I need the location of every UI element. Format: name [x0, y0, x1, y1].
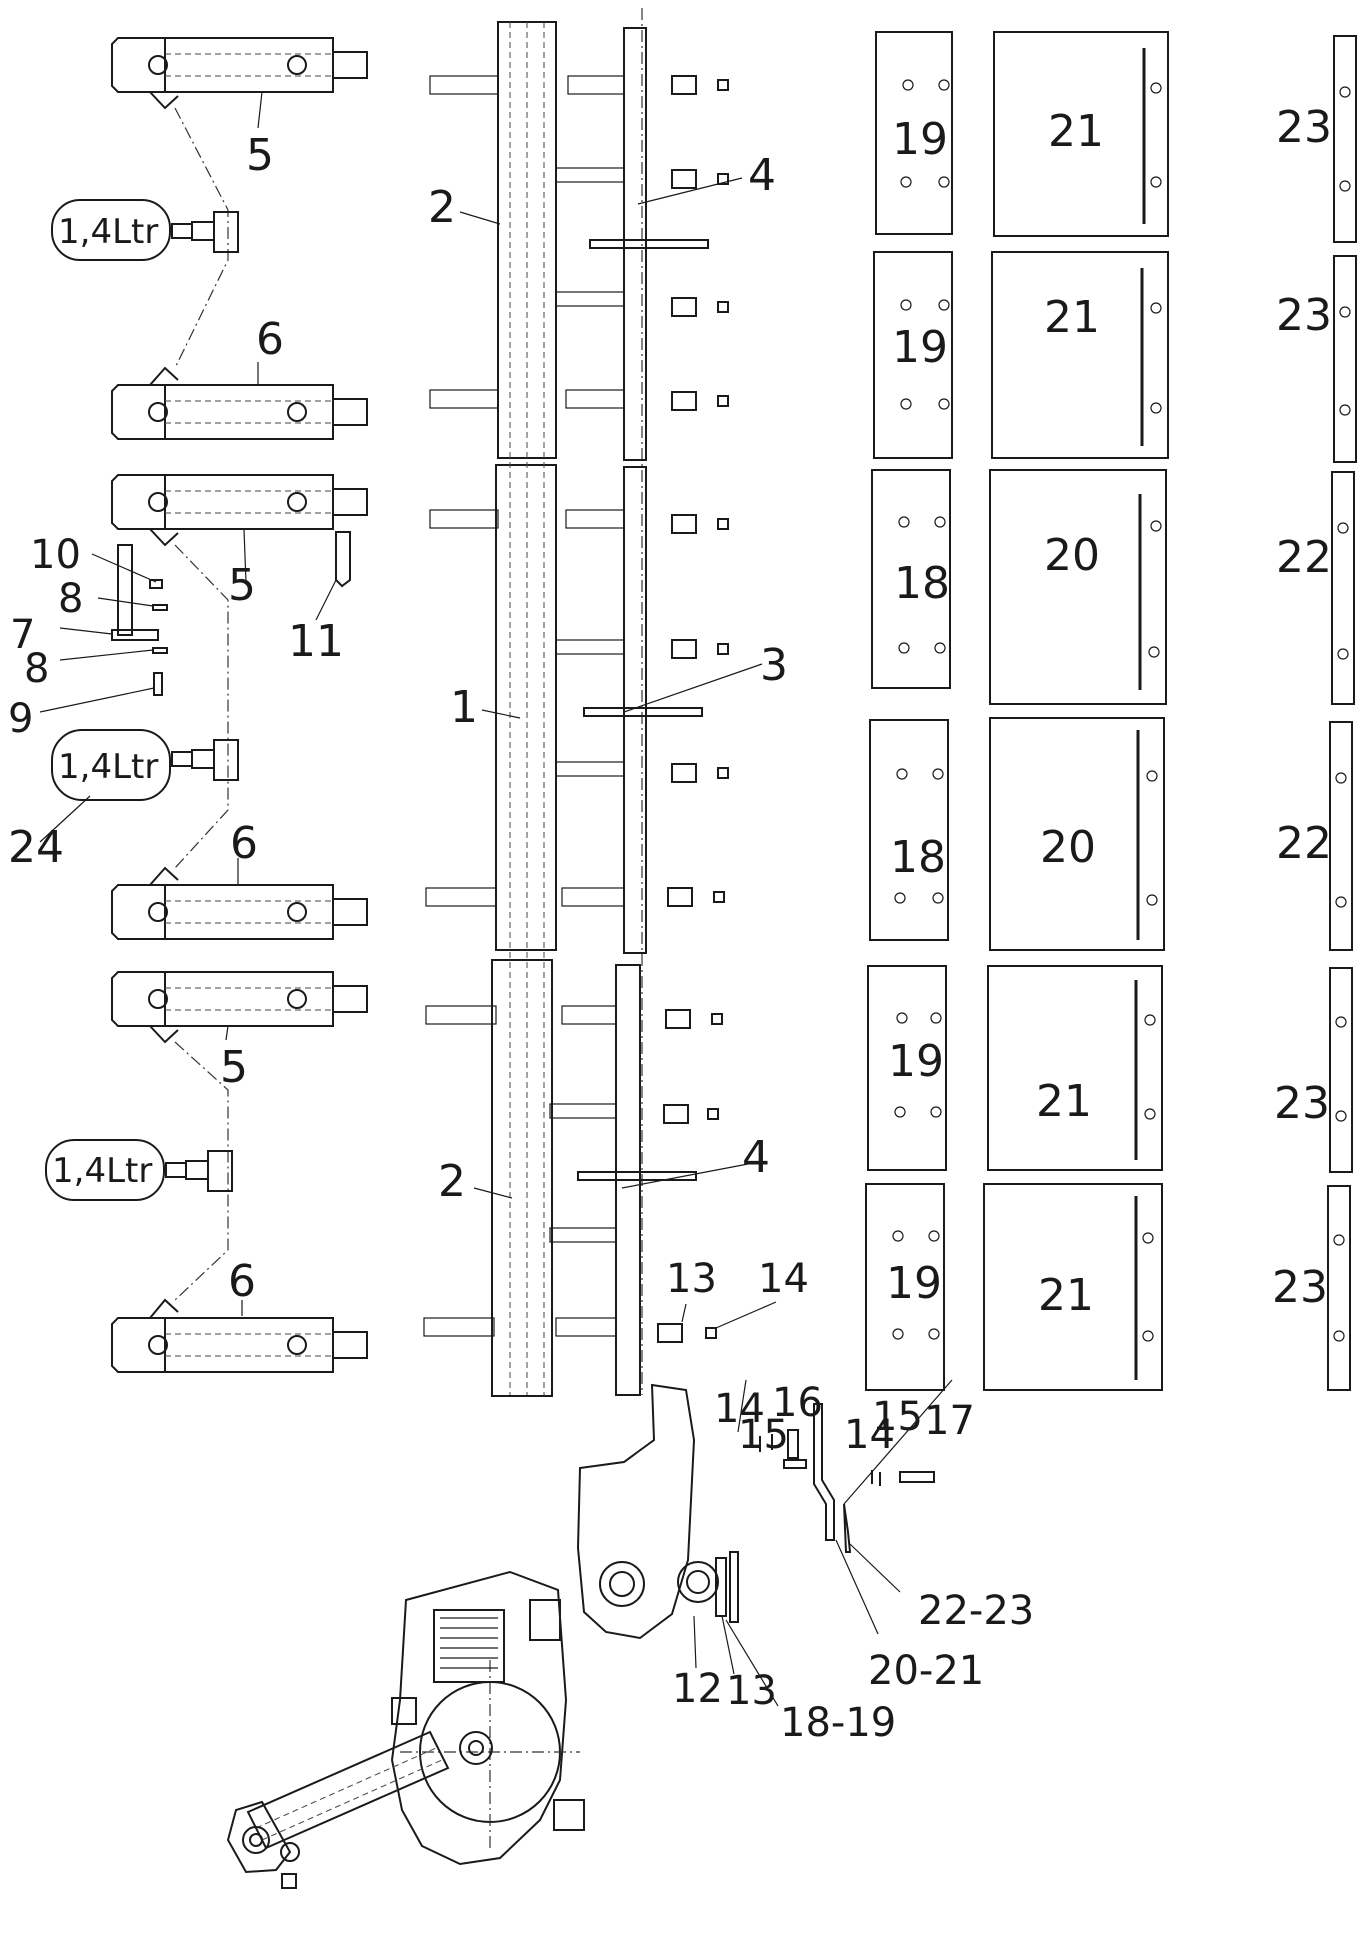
clamp-ring	[390, 1570, 585, 1866]
cylinder-6-bottom	[111, 1298, 368, 1373]
pin-assembly	[111, 531, 351, 696]
label-4: 4	[748, 150, 776, 201]
label-22: 22	[1276, 818, 1332, 869]
label-6: 6	[256, 314, 284, 365]
part-labels: 5 2 4 6 5 10 8 7 8 9 11 3 1 24 6 5 2 4 6…	[8, 102, 1332, 1746]
lower-cylinder	[226, 1730, 493, 1889]
cylinder-6-top	[111, 366, 368, 440]
label-19: 19	[892, 322, 948, 373]
label-14: 14	[758, 1256, 809, 1302]
plates-21-20	[983, 31, 1169, 1391]
label-11: 11	[288, 616, 344, 667]
plates-23-22	[1327, 35, 1357, 1391]
label-8: 8	[58, 576, 83, 622]
label-4: 4	[742, 1132, 770, 1183]
label-5: 5	[228, 560, 256, 611]
label-18: 18	[890, 832, 946, 883]
label-14: 14	[844, 1412, 895, 1458]
cylinder-6-middle	[111, 866, 368, 940]
label-7: 7	[10, 612, 35, 658]
spacer-parts	[657, 75, 729, 1343]
label-23: 23	[1276, 102, 1332, 153]
label-20-21: 20-21	[868, 1648, 984, 1694]
hose-line	[174, 544, 229, 869]
label-18: 18	[894, 558, 950, 609]
label-1: 1	[450, 682, 478, 733]
label-23: 23	[1276, 290, 1332, 341]
label-13: 13	[726, 1668, 777, 1714]
tank-bottom: 1,4Ltr	[45, 1139, 233, 1201]
plates-19-18	[865, 31, 953, 1391]
label-2: 2	[438, 1156, 466, 1207]
tank-label: 1,4Ltr	[58, 212, 158, 252]
label-22-23: 22-23	[918, 1588, 1034, 1634]
hose-line	[174, 1041, 229, 1301]
label-22: 22	[1276, 532, 1332, 583]
label-5: 5	[220, 1042, 248, 1093]
cylinder-5-top	[111, 37, 368, 110]
hose-line	[174, 107, 229, 369]
label-17: 17	[924, 1398, 975, 1444]
label-18-19: 18-19	[780, 1700, 896, 1746]
tank-label: 1,4Ltr	[52, 1151, 152, 1191]
label-20: 20	[1040, 822, 1096, 873]
label-15: 15	[872, 1394, 923, 1440]
label-19: 19	[892, 114, 948, 165]
label-8: 8	[24, 646, 49, 692]
label-15: 15	[738, 1412, 789, 1458]
label-3: 3	[760, 640, 788, 691]
label-19: 19	[886, 1258, 942, 1309]
label-19: 19	[888, 1036, 944, 1087]
label-21: 21	[1036, 1076, 1092, 1127]
frame-assembly	[423, 8, 709, 1397]
label-20: 20	[1044, 530, 1100, 581]
label-21: 21	[1038, 1270, 1094, 1321]
tank-label: 1,4Ltr	[58, 747, 158, 787]
label-12: 12	[672, 1666, 723, 1712]
label-24: 24	[8, 822, 64, 873]
swing-arm	[576, 1383, 935, 1640]
label-6: 6	[228, 1256, 256, 1307]
label-21: 21	[1044, 292, 1100, 343]
label-6: 6	[230, 818, 258, 869]
label-13: 13	[666, 1256, 717, 1302]
label-10: 10	[30, 532, 81, 578]
cylinder-5-middle	[111, 474, 368, 547]
leader-lines	[39, 91, 953, 1707]
label-5: 5	[246, 130, 274, 181]
label-23: 23	[1274, 1078, 1330, 1129]
label-2: 2	[428, 182, 456, 233]
tank-top: 1,4Ltr	[51, 199, 239, 261]
tank-middle: 1,4Ltr	[51, 729, 239, 801]
label-14: 14	[714, 1386, 765, 1432]
label-16: 16	[772, 1380, 823, 1426]
label-9: 9	[8, 696, 33, 742]
cylinder-5-lower	[111, 971, 368, 1044]
label-21: 21	[1048, 106, 1104, 157]
label-23: 23	[1272, 1262, 1328, 1313]
